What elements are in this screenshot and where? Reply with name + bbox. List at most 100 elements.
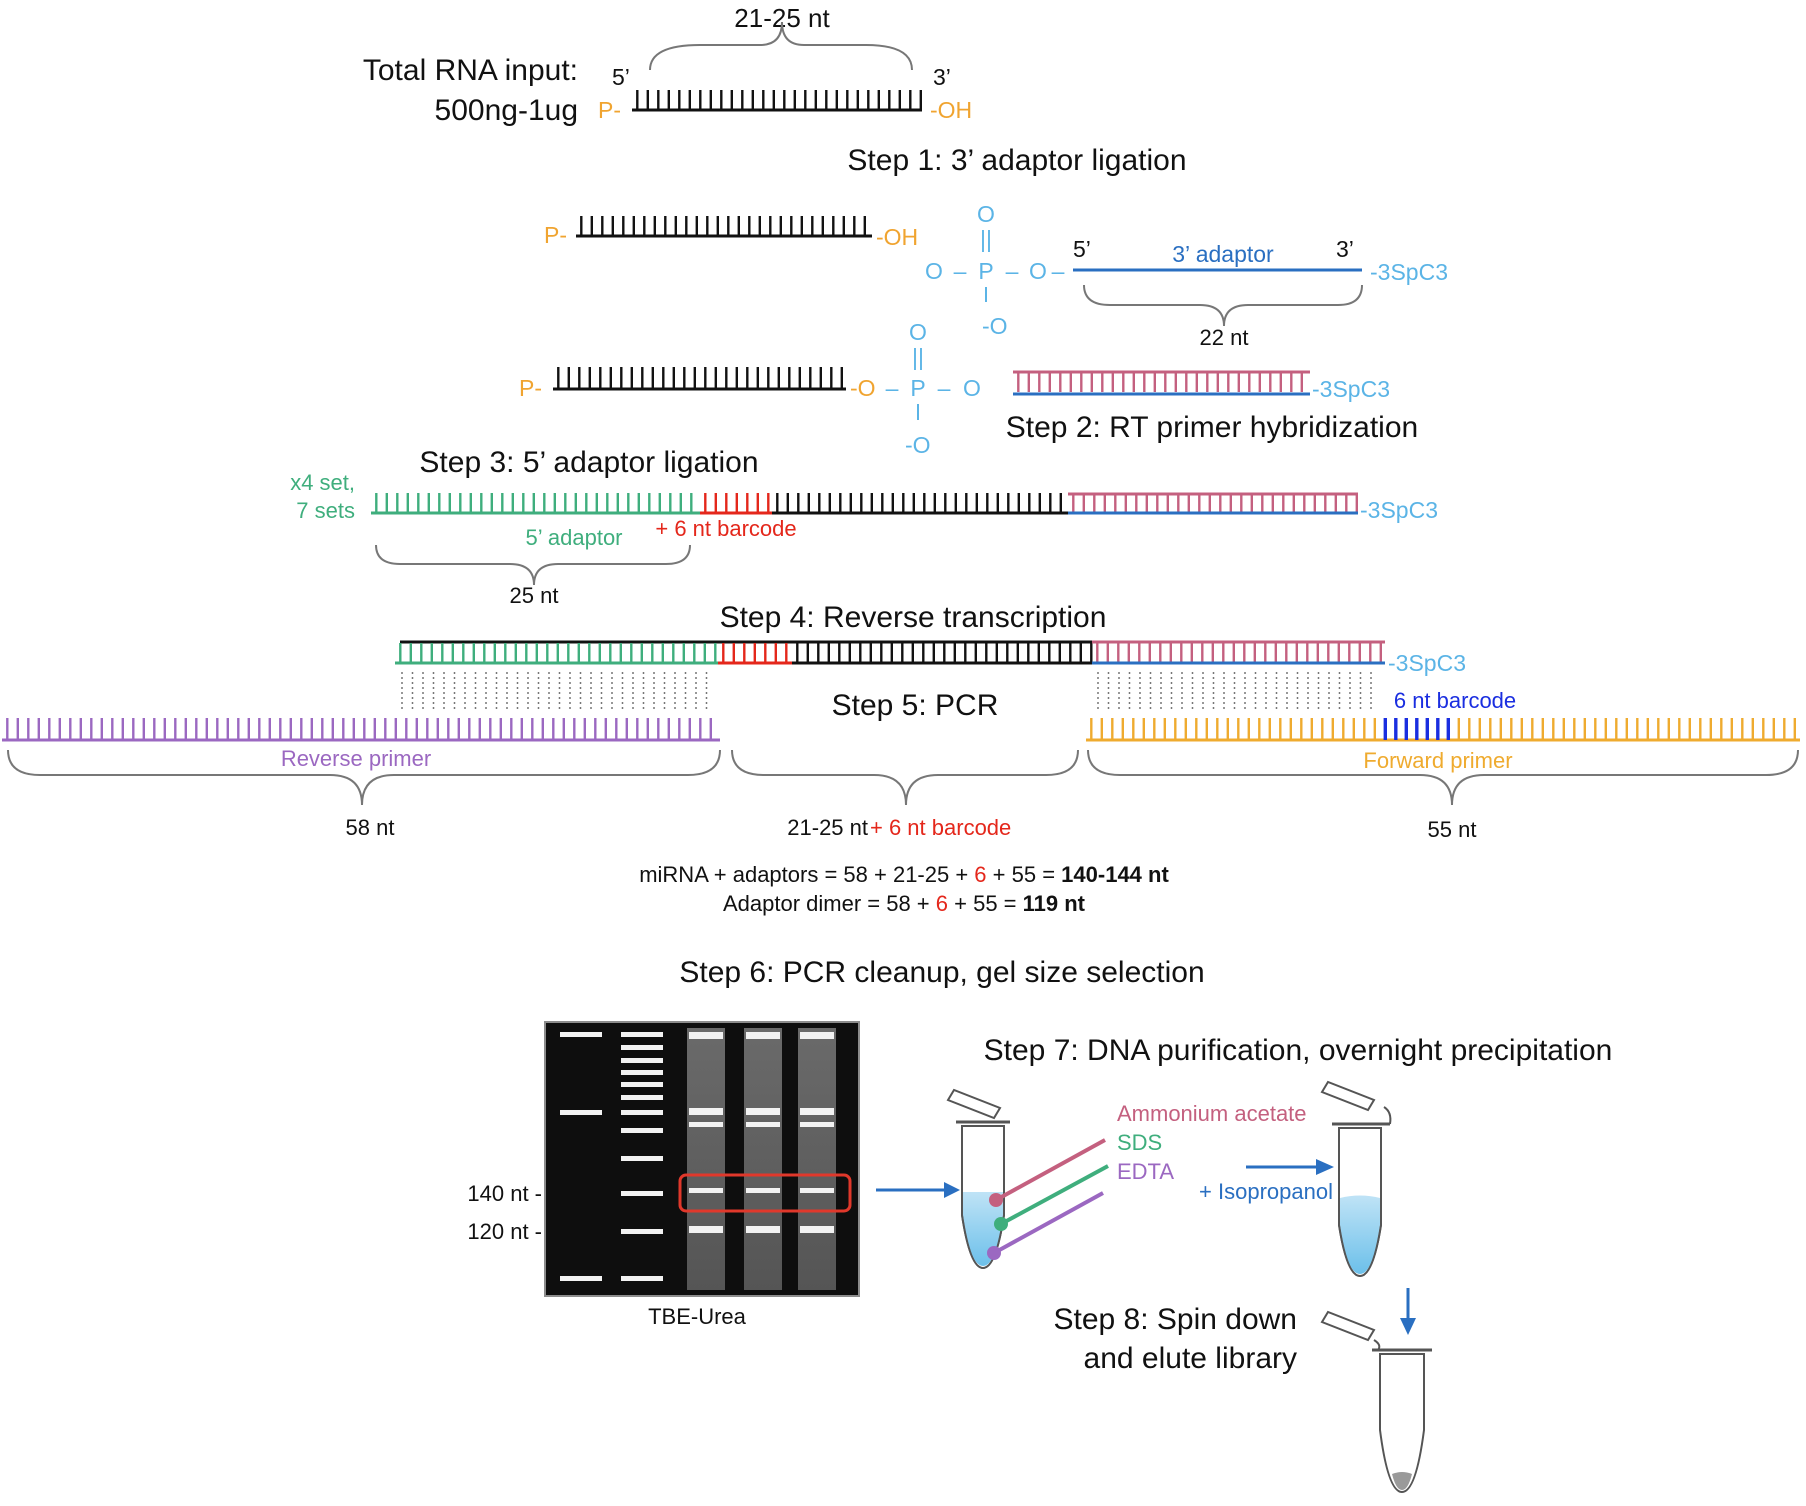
gel-band	[621, 1229, 663, 1234]
insert-brace	[731, 749, 1079, 806]
svg-text:P: P	[910, 375, 925, 401]
input-5prime: 5’	[612, 64, 630, 90]
formula-line1: miRNA + adaptors = 58 + 21-25 + 6 + 55 =…	[639, 862, 1169, 887]
gel-lane-sample-2	[744, 1028, 782, 1290]
reverse-primer-strand	[2, 718, 720, 742]
step2-rna-strand	[553, 367, 846, 391]
input-section: 21-25 nt Total RNA input: 500ng-1ug 5’ 3…	[363, 3, 972, 127]
gel-lane-sample-1	[687, 1028, 725, 1290]
reagent-ammonium-acetate: Ammonium acetate	[1117, 1101, 1307, 1126]
step1-adaptor-label: 3’ adaptor	[1172, 241, 1274, 267]
gel-band	[689, 1188, 723, 1193]
step1-phosphate-linker: O || O – P – O – -O	[925, 201, 1065, 339]
gel-band	[746, 1108, 780, 1115]
gel-band	[621, 1095, 663, 1100]
svg-text:-O: -O	[905, 432, 931, 458]
forward-primer-strand	[1086, 718, 1800, 742]
gel-band	[621, 1191, 663, 1196]
to-spin-arrowhead	[1400, 1318, 1416, 1335]
step7-section: Step 7: DNA purification, overnight prec…	[946, 1034, 1612, 1335]
step5-title: Step 5: PCR	[832, 689, 999, 722]
forward-primer-brace	[1087, 749, 1799, 806]
isopropanol-label: + Isopropanol	[1199, 1179, 1333, 1204]
step2-rt-primer-strand	[1013, 370, 1310, 392]
gel-band	[621, 1070, 663, 1075]
gel-band	[560, 1276, 602, 1281]
sds-line	[1000, 1164, 1109, 1226]
step4-title: Step 4: Reverse transcription	[720, 601, 1107, 634]
gel-band	[800, 1188, 834, 1193]
gel-to-tube-arrowhead	[944, 1182, 960, 1198]
svg-text:O: O	[925, 258, 943, 284]
step3-section: Step 3: 5’ adaptor ligation x4 set, 7 se…	[290, 446, 1438, 608]
step5-barcode-label: 6 nt barcode	[1394, 688, 1516, 713]
gel-band	[689, 1122, 723, 1127]
step8-section: Step 8: Spin down and elute library	[1053, 1303, 1432, 1494]
step1-adaptor-5prime: 5’	[1073, 236, 1091, 262]
tube-reagents	[946, 1088, 1010, 1270]
step3-barcode-strand	[700, 493, 772, 515]
svg-text:O: O	[963, 375, 981, 401]
step8-title-line2: and elute library	[1084, 1342, 1297, 1375]
step4-barcode-strand	[718, 643, 792, 665]
step3-adaptor-label: 5’ adaptor	[525, 525, 622, 550]
gel-label: TBE-Urea	[648, 1304, 747, 1329]
step4-rt-primer-strand	[1092, 640, 1385, 662]
gel-band	[746, 1188, 780, 1193]
gel-lane-sample-3	[798, 1028, 836, 1290]
input-length-brace	[649, 21, 913, 71]
gel-band	[621, 1156, 663, 1161]
svg-text:–: –	[886, 375, 899, 401]
svg-text:O: O	[1029, 258, 1047, 284]
step3-title: Step 3: 5’ adaptor ligation	[419, 446, 758, 479]
to-precipitation-arrowhead	[1316, 1159, 1334, 1175]
gel-band	[689, 1032, 723, 1039]
svg-text:O: O	[909, 319, 927, 345]
step1-section: Step 1: 3’ adaptor ligation P- -OH O || …	[544, 144, 1448, 350]
step3-cap: -3SpC3	[1360, 497, 1438, 523]
gel-band	[621, 1082, 663, 1087]
reverse-primer-length: 58 nt	[346, 815, 395, 840]
input-rna-strand	[632, 90, 922, 112]
gel-band	[621, 1110, 663, 1115]
gel-band	[746, 1032, 780, 1039]
step2-phosphate-linker: O || – P – O -O	[886, 319, 981, 458]
step1-cap: -3SpC3	[1370, 259, 1448, 285]
forward-primer-length: 55 nt	[1428, 817, 1477, 842]
insert-barcode-label: + 6 nt barcode	[870, 815, 1011, 840]
forward-primer-barcode	[1383, 718, 1451, 740]
gel-band	[800, 1032, 834, 1039]
step3-adaptor-brace	[375, 544, 691, 586]
formula-line2: Adaptor dimer = 58 + 6 + 55 = 119 nt	[723, 891, 1086, 916]
reagent-sds: SDS	[1117, 1130, 1162, 1155]
svg-text:||: ||	[912, 344, 924, 370]
sds-dot	[994, 1217, 1008, 1231]
ammonium-acetate-dot	[989, 1193, 1003, 1207]
gel-selection-box	[678, 1173, 852, 1213]
step2-section: P- -O O || – P – O -O -3SpC3 Step 2: RT …	[519, 319, 1418, 458]
input-title: Total RNA input:	[363, 54, 578, 87]
gel-band	[689, 1226, 723, 1233]
gel-band	[621, 1045, 663, 1050]
insert-length: 21-25 nt	[787, 815, 868, 840]
edta-dot	[987, 1246, 1001, 1260]
step4-5prime-adaptor-strand	[395, 643, 718, 665]
gel-bands	[560, 1032, 834, 1281]
step4-cap: -3SpC3	[1388, 650, 1466, 676]
step3-5prime-adaptor-strand	[371, 493, 700, 515]
edta-line	[993, 1191, 1104, 1255]
input-hydroxyl: -OH	[930, 97, 972, 123]
library-pellet	[1392, 1472, 1412, 1490]
step8-title-line1: Step 8: Spin down	[1053, 1303, 1297, 1336]
step4-rna-strand	[792, 643, 1093, 665]
gel-band	[621, 1276, 663, 1281]
svg-text:–: –	[938, 375, 951, 401]
length-formula: miRNA + adaptors = 58 + 21-25 + 6 + 55 =…	[639, 862, 1169, 916]
input-amount: 500ng-1ug	[435, 94, 578, 127]
gel-band	[800, 1122, 834, 1127]
gel-band	[560, 1032, 602, 1037]
gel-band	[746, 1122, 780, 1127]
gel-band	[560, 1110, 602, 1115]
svg-text:||: ||	[980, 226, 992, 252]
